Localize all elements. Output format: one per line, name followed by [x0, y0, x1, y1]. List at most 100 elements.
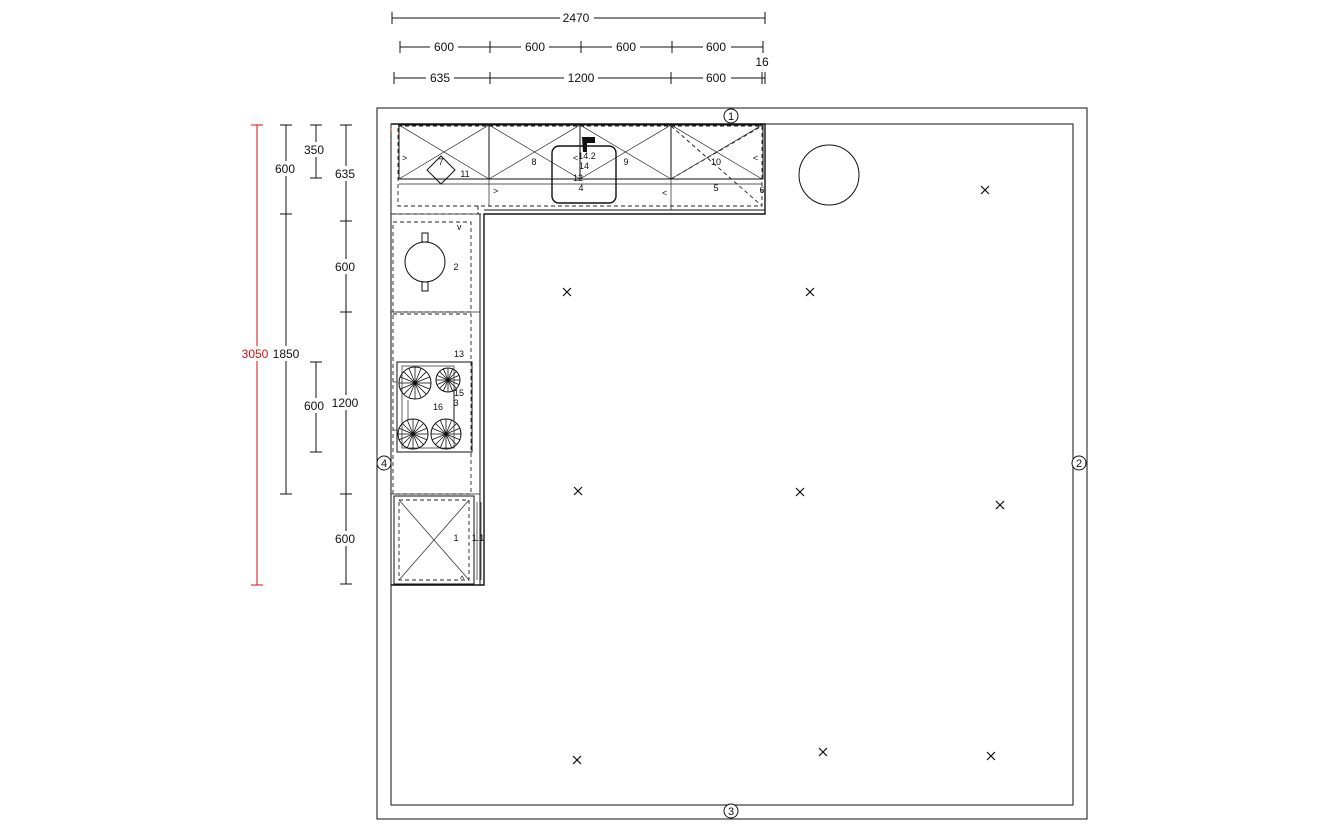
svg-text:>: >: [402, 153, 407, 163]
burner-spoke: [414, 382, 427, 395]
cabinet-label-3: 3: [453, 398, 458, 408]
burner-spoke: [431, 427, 447, 435]
burner-spoke: [412, 427, 428, 435]
dim-label-left-col-b-2: 635: [335, 167, 355, 181]
light-marker-icon[interactable]: [818, 747, 828, 757]
dim-label-left-col-b-4: 1200: [332, 396, 359, 410]
round-table[interactable]: [798, 144, 860, 206]
left-cabinet-run: v 2 13 15 16 3 ^ 1 1.1: [391, 213, 485, 585]
burner-spoke: [436, 379, 449, 385]
burner-spoke: [431, 433, 447, 441]
dim-left-total: 3050: [242, 124, 272, 586]
burner-spoke: [435, 423, 447, 435]
sink[interactable]: [551, 137, 617, 204]
burner-spoke: [414, 376, 430, 384]
burner-spoke: [447, 379, 457, 389]
burner-spoke: [445, 427, 461, 435]
cabinet-label-1-1: 1.1: [472, 533, 485, 543]
dim-label-row2-1: 635: [430, 71, 450, 85]
burner-spoke: [398, 433, 414, 441]
burner-spoke: [406, 433, 414, 449]
light-marker-icon[interactable]: [805, 287, 815, 297]
burner-spoke: [445, 433, 453, 449]
light-marker-icon[interactable]: [562, 287, 572, 297]
dim-label-row1-1: 600: [434, 40, 454, 54]
burner-spoke: [447, 379, 453, 392]
burner-spoke: [402, 423, 414, 435]
burner-spoke: [402, 433, 414, 445]
hob[interactable]: [393, 361, 473, 453]
light-marker-icon[interactable]: [980, 185, 990, 195]
burner-spoke: [447, 368, 453, 381]
dim-top-total: 2470: [391, 10, 766, 25]
cabinet-label-16: 16: [433, 402, 443, 412]
burner-spoke: [412, 433, 420, 449]
burner-spoke: [445, 433, 461, 441]
svg-text:<: <: [573, 153, 578, 163]
burner-spoke: [414, 371, 427, 384]
burner-spoke: [398, 427, 414, 435]
cabinet-label-9: 9: [623, 157, 628, 167]
svg-text:2: 2: [1076, 458, 1082, 470]
burner-spoke: [447, 379, 460, 385]
dim-left-col-c: 350 600: [302, 124, 328, 453]
wall-cabinet-crosses: [398, 124, 763, 207]
light-marker-icon[interactable]: [572, 755, 582, 765]
svg-text:4: 4: [381, 458, 387, 470]
wall-marker-1[interactable]: 1: [723, 108, 739, 124]
hob-burners: [397, 366, 462, 450]
burner-spoke: [445, 423, 457, 435]
dim-top-row2: 635 1200 600 16: [393, 55, 769, 85]
svg-text:v: v: [457, 222, 462, 232]
tap-icon: [582, 137, 595, 152]
cabinet-label-2: 2: [453, 262, 458, 272]
burner-spoke: [443, 368, 449, 381]
burner-spoke: [439, 419, 447, 435]
wall-markers: 1 2 3 4: [376, 108, 1087, 819]
cabinet-label-10: 10: [711, 157, 721, 167]
burner-spoke: [412, 433, 424, 445]
dim-label-left-col-b-5: 600: [335, 532, 355, 546]
cabinet-label-5: 5: [713, 183, 718, 193]
burner-spoke: [447, 371, 457, 381]
dim-left-mid: 600 1850: [270, 124, 300, 495]
wall-marker-2[interactable]: 2: [1071, 455, 1087, 471]
bin-circle[interactable]: [404, 241, 446, 283]
cabinet-label-14: 14: [579, 161, 589, 171]
cabinet-label-8: 8: [531, 157, 536, 167]
burner-spoke: [445, 433, 457, 445]
cabinet-label-7: 7: [438, 157, 443, 167]
burner-spoke: [406, 419, 414, 435]
cabinet-label-1: 1: [453, 533, 458, 543]
burner-spoke: [400, 382, 416, 390]
burner-spoke: [412, 419, 420, 435]
light-marker-icon[interactable]: [795, 487, 805, 497]
burner-spoke: [408, 382, 416, 398]
burner-spoke: [403, 382, 416, 395]
light-marker-icon[interactable]: [573, 486, 583, 496]
dim-label-left-col-a-2: 600: [304, 399, 324, 413]
burner-spoke: [412, 423, 424, 435]
dim-label-left-col-a-1: 600: [275, 162, 295, 176]
burner-spoke: [400, 376, 416, 384]
burner-spoke: [435, 433, 447, 445]
burner-spoke: [408, 368, 416, 384]
wall-marker-3[interactable]: 3: [723, 803, 739, 819]
dim-label-left-col-b-1: 350: [304, 143, 324, 157]
cabinet-label-13: 13: [454, 349, 464, 359]
burner-spoke: [439, 379, 449, 389]
cabinet-label-6: 6: [759, 185, 764, 195]
left-dimensions: 3050 600 1850 350 600: [242, 124, 362, 586]
dim-label-left-col-b-3: 600: [335, 260, 355, 274]
light-marker-icon[interactable]: [995, 500, 1005, 510]
dim-label-total: 2470: [563, 11, 590, 25]
svg-text:1: 1: [728, 111, 734, 123]
light-marker-icon[interactable]: [986, 751, 996, 761]
burner-spoke: [414, 368, 422, 384]
wall-marker-4[interactable]: 4: [376, 455, 392, 471]
burner-spoke: [439, 433, 447, 449]
dim-label-left-mid: 1850: [273, 347, 300, 361]
corner-diamond-icon: [426, 155, 456, 185]
dim-label-row1-3: 600: [616, 40, 636, 54]
